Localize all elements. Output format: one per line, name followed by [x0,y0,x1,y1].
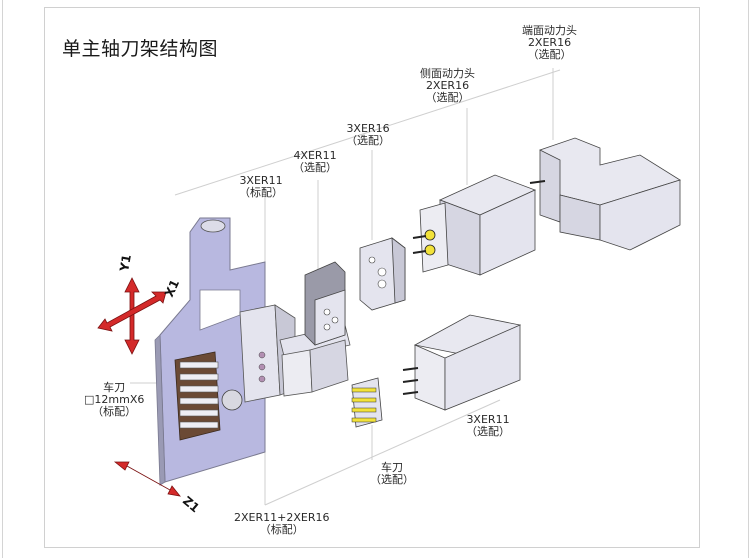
turning-tool [179,373,219,381]
label-side-power-head: 侧面动力头 2XER16 （选配） [420,67,475,104]
z-axis-label: Z1 [180,494,202,516]
label-holder-3xer11-opt: 3XER11 （选配） [466,413,510,438]
y-axis-label: Y1 [117,253,134,273]
label-holder-combo-std: 2XER11+2XER16 （标配） [234,511,330,536]
x-axis-label: X1 [162,277,182,299]
blade [351,387,377,393]
turning-tool [179,361,219,369]
blade [351,417,377,423]
outer-right-line [748,0,749,558]
axis-arrows [97,277,181,497]
y-axis-arrow [124,277,140,355]
spindle-bore [200,219,226,233]
turning-tool-block [174,351,243,441]
spindle-disc [221,389,243,411]
z-axis-arrow [113,461,181,497]
label-holder-4xer11: 4XER11 （选配） [293,149,337,174]
leader-upper-diagonal [174,69,561,196]
turning-tool [179,397,219,405]
x-axis-arrow [97,291,167,332]
turning-tool [179,385,219,393]
label-holder-3xer16: 3XER16 （选配） [346,122,390,147]
holder-3xer16 [359,237,406,311]
label-end-face-power-head: 端面动力头 2XER16 （选配） [522,24,577,61]
leader-lower-diagonal [264,399,501,506]
holder-3xer11-opt [402,314,522,411]
turning-tool [179,421,219,429]
diagram-title: 单主轴刀架结构图 [62,38,219,60]
label-turning-tool-std: 车刀 □12mmX6 （标配） [84,381,145,418]
label-holder-3xer11-std: 3XER11 （标配） [239,174,283,199]
label-turning-tool-opt: 车刀 （选配） [370,461,414,486]
end-face-power-head [529,137,681,251]
holder-4xer11 [304,261,346,346]
turning-tool-opt [351,377,383,428]
outer-left-line [2,0,3,558]
side-power-head [412,174,537,276]
turning-tool [179,409,219,417]
blade [351,397,377,403]
blade [351,407,377,413]
